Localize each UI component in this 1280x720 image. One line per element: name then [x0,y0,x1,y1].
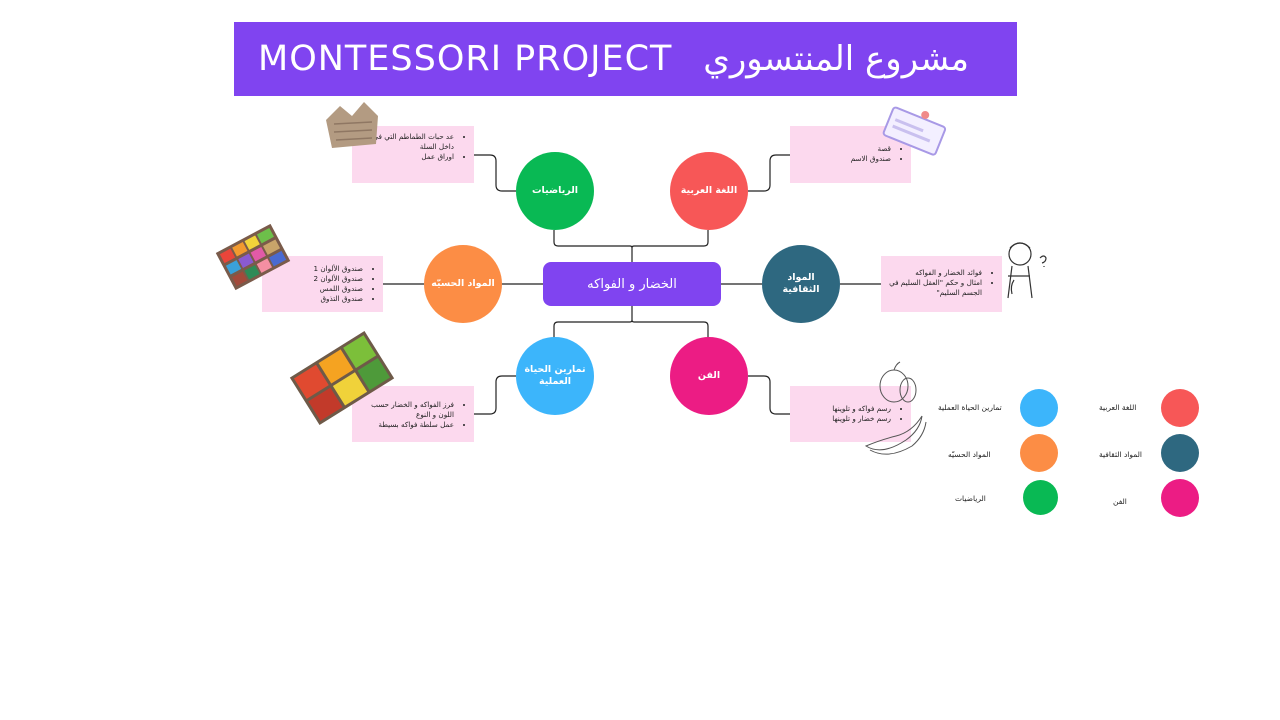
node-arabic-language[interactable]: اللغة العربية [670,152,748,230]
connector-math-note [474,154,516,192]
connector-arabic-note [748,154,790,192]
title-arabic: مشروع المنتسوري [703,39,969,79]
legend-label-sensorial: المواد الحسيّه [948,450,991,459]
node-art[interactable]: الفن [670,337,748,415]
legend-dot-sensorial [1020,434,1058,472]
note-item: رسم فواكه و تلوينها [798,404,891,414]
note-item: عد حبات الطماطم التي في داخل السلة [360,132,454,152]
note-item: صندوق الألوان 2 [270,274,363,284]
legend-label-practical-life: تمارين الحياة العملية [938,403,1002,412]
note-item: اوراق عمل [360,152,454,162]
connector-practical-note [474,375,516,415]
note-art[interactable]: رسم فواكه و تلوينها رسم خضار و تلوينها [790,386,911,442]
legend-dot-math [1023,480,1058,515]
note-item: صندوق الاسم [798,154,891,164]
name-card-image [882,106,947,156]
note-item: امثال و حكم "العقل السليم في الجسم السلي… [889,278,982,298]
note-item: فوائد الخضار و الفواكه [889,268,982,278]
title-banner: MONTESSORI PROJECT مشروع المنتسوري [234,22,1017,96]
node-cultural[interactable]: المواد الثقافية [762,245,840,323]
note-sensorial[interactable]: صندوق الألوان 1 صندوق الألوان 2 صندوق ال… [262,256,383,312]
fruit-sketch-image [864,361,927,455]
node-sensorial[interactable]: المواد الحسيّه [424,245,502,323]
note-item: قصة [798,144,891,154]
connector-art-note [748,375,790,415]
note-item: عمل سلطة فواكه بسيطة [360,420,454,430]
note-item: رسم خضار و تلوينها [798,414,891,424]
node-math[interactable]: الرياضيات [516,152,594,230]
legend-label-cultural: المواد الثقافية [1099,450,1142,459]
note-practical-life[interactable]: فرز الفواكه و الخضار حسب اللون و النوع ع… [352,386,474,442]
connector-center-bottom [553,306,709,338]
legend-dot-cultural [1161,434,1199,472]
color-box-image [215,223,291,291]
note-item: صندوق التذوق [270,294,363,304]
legend-label-math: الرياضيات [955,494,986,503]
fruit-crates-image [289,330,395,426]
legend-dot-practical-life [1020,389,1058,427]
legend-dot-art [1161,479,1199,517]
node-practical-life[interactable]: تمارين الحياة العملية [516,337,594,415]
basket-image [326,102,378,148]
legend-label-art: الفن [1113,497,1127,506]
thinking-boy-image [1007,242,1047,299]
center-topic[interactable]: الخضار و الفواكه [543,262,721,306]
connector-center-top [553,230,709,262]
note-item: فرز الفواكه و الخضار حسب اللون و النوع [360,400,454,420]
legend-dot-arabic-language [1161,389,1199,427]
title-english: MONTESSORI PROJECT [258,39,673,79]
note-item: صندوق اللمس [270,284,363,294]
note-item: صندوق الألوان 1 [270,264,363,274]
note-cultural[interactable]: فوائد الخضار و الفواكه امثال و حكم "العق… [881,256,1002,312]
legend-label-arabic-language: اللغة العربية [1099,403,1137,412]
